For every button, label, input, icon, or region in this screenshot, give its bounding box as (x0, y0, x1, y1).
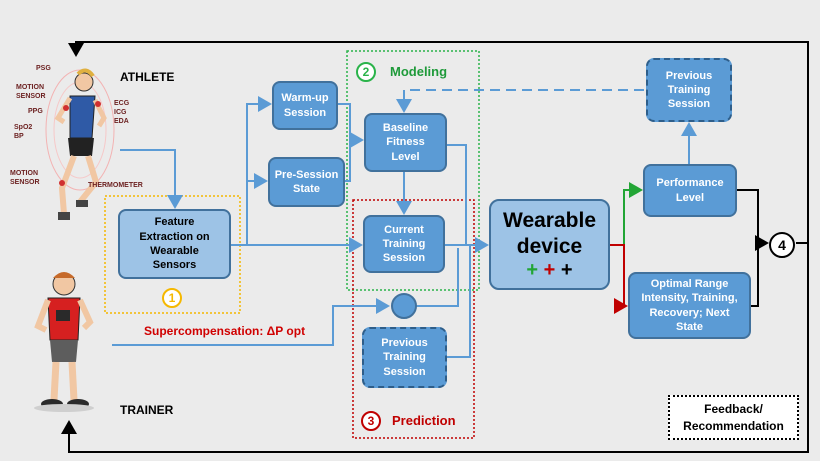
previous-training-top-box: Previous Training Session (646, 58, 732, 122)
optimal-range-box: Optimal Range Intensity, Training, Recov… (628, 272, 751, 339)
wearable-to-optimal-arrow (610, 244, 628, 314)
prediction-region-frame (352, 199, 475, 439)
sensor-thermometer: THERMOMETER (88, 182, 143, 189)
current-training-box: Current Training Session (363, 215, 445, 273)
modeling-region-frame (346, 50, 480, 291)
prediction-title: Prediction (392, 413, 456, 428)
supercompensation-label: Supercompensation: ΔP opt (144, 324, 306, 338)
sensor-psg: PSG (36, 65, 51, 72)
performance-level-box: Performance Level (643, 164, 737, 217)
wearable-device-title: Wearable device (503, 209, 596, 258)
feedback-recommendation-box: Feedback/ Recommendation (668, 395, 799, 440)
baseline-to-wearable-line (447, 144, 467, 245)
athlete-to-feature-arrow (120, 149, 183, 209)
previous-to-wearable-line (447, 245, 471, 358)
presession-to-baseline-arrow (345, 140, 351, 182)
trainer-figure-icon (34, 272, 94, 412)
feature-region-frame (104, 195, 241, 314)
plus-black: + (560, 258, 573, 281)
region-one-badge: 1 (162, 288, 182, 308)
previous-training-bottom-box: Previous Training Session (362, 327, 447, 388)
node-four: 4 (769, 232, 795, 258)
athlete-figure-icon (45, 68, 115, 220)
node-to-wearable-line (416, 248, 459, 307)
trainer-to-node-arrow (112, 298, 390, 346)
presession-state-box: Pre-Session State (268, 157, 345, 207)
performance-to-four-arrow (737, 189, 769, 251)
modeling-title: Modeling (390, 64, 448, 79)
feedback-loop-top (68, 41, 809, 243)
supercompensation-node (391, 293, 417, 319)
athlete-label: ATHLETE (120, 70, 175, 84)
feedback-loop-bottom (61, 243, 809, 453)
sensor-motion-top: MOTION SENSOR (16, 84, 46, 100)
plus-red: + (543, 258, 556, 281)
warmup-to-baseline-arrow (338, 103, 364, 148)
warmup-session-box: Warm-up Session (272, 81, 338, 130)
plus-green: + (526, 258, 539, 281)
feature-extraction-box: Feature Extraction on Wearable Sensors (118, 209, 231, 279)
wearable-plus-row: + + + (526, 259, 572, 281)
sensor-motion-bottom: MOTION SENSOR (10, 170, 40, 186)
optimal-to-four-line (751, 243, 759, 307)
baseline-fitness-box: Baseline Fitness Level (364, 113, 447, 172)
sensor-ecg-icg-eda: ECG ICG EDA (114, 100, 130, 125)
wearable-device-box: Wearable device + + + (489, 199, 610, 290)
sensor-ppg: PPG (28, 108, 43, 115)
sensor-spo2-bp: SpO2 BP (14, 124, 33, 140)
previous-to-baseline-arrow (396, 89, 644, 113)
wearable-to-performance-arrow (610, 182, 643, 246)
region-two-badge: 2 (356, 62, 376, 82)
trainer-label: TRAINER (120, 403, 174, 417)
feature-to-warmup-arrow (246, 96, 272, 245)
region-three-badge: 3 (361, 411, 381, 431)
